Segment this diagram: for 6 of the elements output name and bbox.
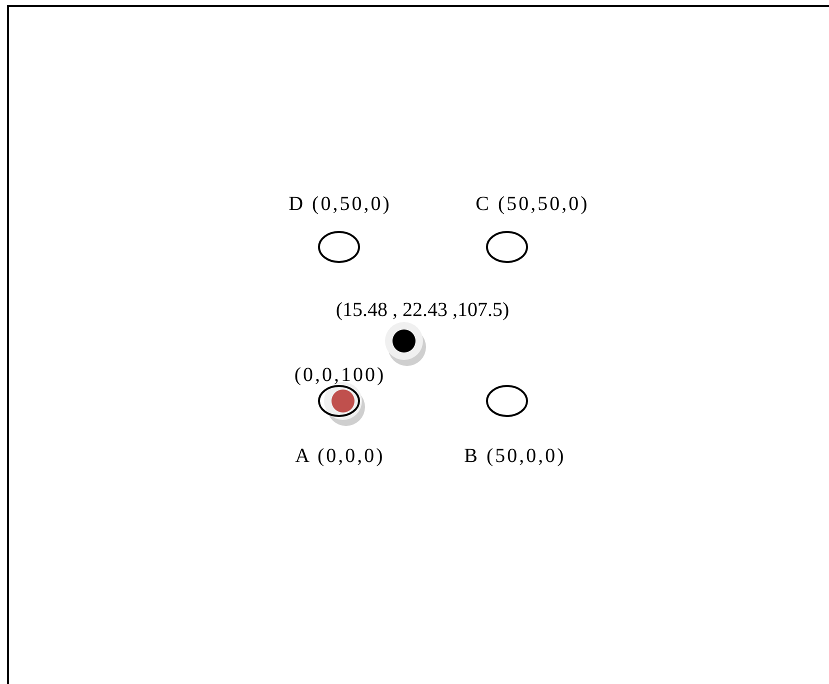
coordinate-label: D (0,50,0) <box>288 192 392 216</box>
coordinate-label: C (50,50,0) <box>474 192 590 216</box>
coordinate-label: B (50,0,0) <box>463 444 567 468</box>
coordinate-label: (15.48 , 22.43 ,107.5) <box>334 298 510 322</box>
coordinate-label: A (0,0,0) <box>294 444 386 468</box>
coordinate-label: (0,0,100) <box>293 363 387 387</box>
